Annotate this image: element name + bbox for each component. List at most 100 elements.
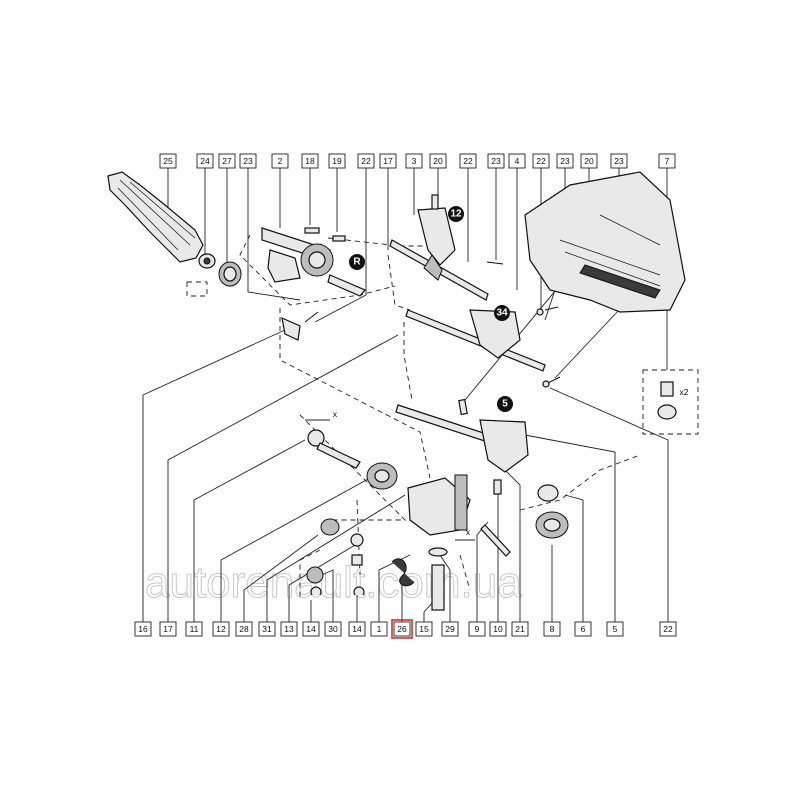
callout-label: 18 [305,156,315,166]
part-spring-23c [544,306,559,311]
part-clip-14a [310,586,322,596]
dim-label-x-upper: x [333,409,338,419]
part-fork-3-4 [405,309,546,372]
callout-label: 9 [475,624,480,634]
kit-outline-7 [642,369,699,435]
callout-label: 29 [445,624,455,634]
callout-label: 23 [614,156,624,166]
callout-top-22a: 22 [357,153,375,169]
callout-top-22c: 22 [532,153,550,169]
part-pin-20b [458,398,468,416]
callout-top-19: 19 [328,153,346,169]
callout-bot-13: 13 [280,621,298,637]
part-gearbox-housing [524,171,686,313]
callout-top-4: 4 [508,153,526,169]
callout-label: 31 [262,624,272,634]
callout-top-24: 24 [196,153,214,169]
callout-label: 26 [397,624,407,634]
part-ball-joint [366,462,398,490]
callout-label: 23 [491,156,501,166]
callout-top-23b: 23 [487,153,505,169]
part-bush-30 [306,566,324,584]
gear-badge-34: 34 [494,305,510,321]
callout-label: 16 [138,624,148,634]
callout-top-22b: 22 [459,153,477,169]
part-bush-31 [350,533,364,547]
callout-bot-1: 1 [370,621,388,637]
part-ball-22c [536,308,544,316]
callout-label: 24 [200,156,210,166]
callout-label: 7 [665,156,670,166]
callout-label: 19 [332,156,342,166]
callout-top-20b: 20 [580,153,598,169]
callout-label: 5 [613,624,618,634]
callout-bot-5: 5 [606,621,624,637]
callout-label: 14 [352,624,362,634]
part-link-rod [307,429,361,469]
callout-label: 22 [361,156,371,166]
svg-text:5: 5 [502,399,508,410]
part-pin-20a [431,194,439,210]
callout-bot-14a: 14 [302,621,320,637]
callout-label: 22 [663,624,673,634]
part-shaft [431,564,445,611]
callout-label: 12 [216,624,226,634]
callout-label: 17 [383,156,393,166]
callout-top-25: 25 [159,153,177,169]
callout-label: 20 [433,156,443,166]
callout-label: 17 [163,624,173,634]
callout-label: 3 [412,156,417,166]
dim-label-x-lower: x [466,527,471,537]
callout-label: 22 [536,156,546,166]
callout-top-18: 18 [301,153,319,169]
callout-bot-22: 22 [659,621,677,637]
callout-label: 10 [493,624,503,634]
callout-bot-26: 26 [391,619,413,639]
callout-top-20a: 20 [429,153,447,169]
callout-label: 23 [560,156,570,166]
part-selector-body [407,474,471,536]
part-pin-19 [332,235,346,242]
callout-label: 14 [306,624,316,634]
callout-bot-29: 29 [441,621,459,637]
callout-bot-11: 11 [185,621,203,637]
part-washer [428,547,448,557]
callout-top-23a: 23 [239,153,257,169]
part-spring-23d [547,376,561,384]
callout-label: 13 [284,624,294,634]
callout-bot-6: 6 [574,621,592,637]
callout-bot-28: 28 [235,621,253,637]
callout-label: 2 [278,156,283,166]
callout-label: 20 [584,156,594,166]
part-pin-18 [304,227,320,234]
callout-top-3: 3 [405,153,423,169]
callout-label: 11 [190,624,199,634]
callout-bot-21: 21 [511,621,529,637]
callout-bot-9: 9 [468,621,486,637]
part-ball-22 [542,380,550,388]
callout-label: 30 [328,624,338,634]
part-pin-10 [493,479,502,495]
callout-top-23c: 23 [556,153,574,169]
part-pin-9 [480,524,511,557]
callout-bot-16: 16 [134,621,152,637]
part-clip-14b [353,586,365,596]
callout-top-2: 2 [271,153,289,169]
part-return-spring [391,558,415,587]
callout-label: 15 [419,624,429,634]
part-fork-1-2 [389,207,489,301]
callout-bot-30: 30 [324,621,342,637]
callout-bot-10: 10 [489,621,507,637]
part-lock-plate [281,316,301,341]
optional-part-outline [186,281,208,297]
callout-top-7: 7 [658,153,676,169]
callout-top-17: 17 [379,153,397,169]
callout-bot-14b: 14 [348,621,366,637]
gear-badge-5: 5 [497,396,513,412]
callout-label: 28 [239,624,249,634]
part-bush [198,253,216,269]
callout-top-27: 27 [218,153,236,169]
part-bush-13 [351,554,363,566]
callout-label: 27 [222,156,232,166]
